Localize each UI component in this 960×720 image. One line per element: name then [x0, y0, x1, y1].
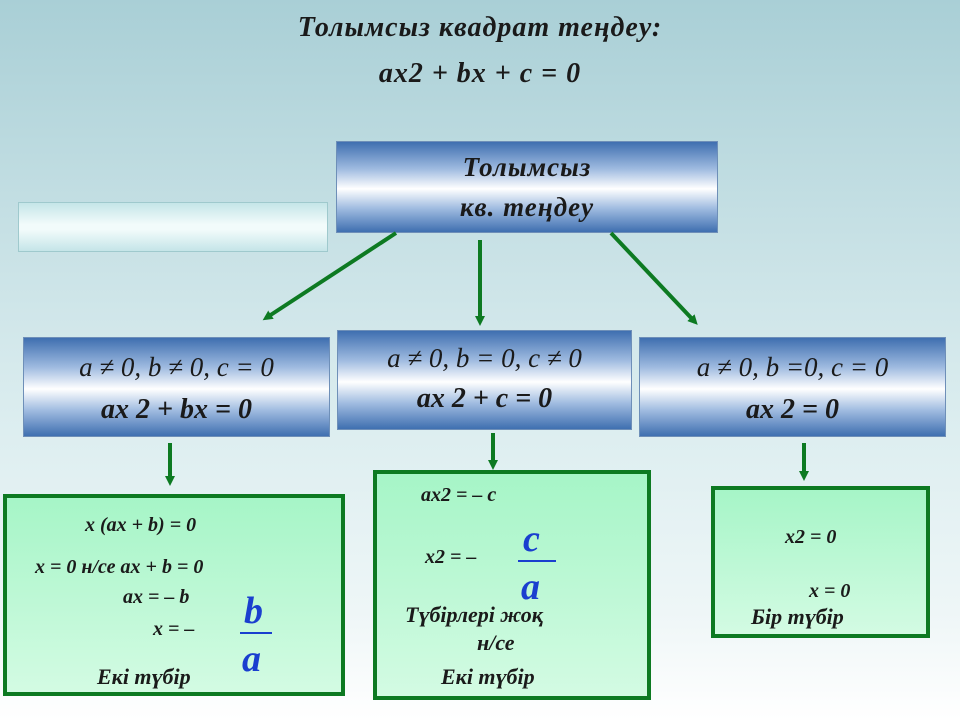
solution-box-2: ax2 = – c x2 = – c a Түбірлері жоқ н/се …	[373, 470, 651, 700]
sol1-step2: x = 0 н/се ax + b = 0	[35, 556, 204, 578]
case1-equation: ax 2 + bx = 0	[101, 394, 252, 425]
case1-condition: a ≠ 0, b ≠ 0, c = 0	[79, 352, 274, 382]
arrow-root-to-case1	[262, 231, 398, 321]
solution-box-1: x (ax + b) = 0 x = 0 н/се ax + b = 0 ax …	[3, 494, 345, 696]
general-equation: ax2 + bx + c = 0	[378, 58, 582, 89]
solution-box-3: x2 = 0 x = 0 Бір түбір	[711, 486, 930, 638]
case3-equation: ax 2 = 0	[746, 394, 839, 425]
sol1-fraction-bar	[240, 632, 272, 634]
decorative-strip	[18, 202, 328, 252]
case-node-3: a ≠ 0, b =0, c = 0 ax 2 = 0	[639, 337, 946, 437]
sol1-fraction-numerator: b	[244, 590, 263, 632]
sol2-step2: x2 = –	[425, 546, 477, 568]
arrow-root-to-case3	[609, 231, 698, 325]
case3-condition: a ≠ 0, b =0, c = 0	[696, 352, 889, 382]
sol1-step1: x (ax + b) = 0	[85, 514, 197, 536]
sol2-result-line2: н/се	[477, 630, 515, 655]
sol1-result: Екі түбір	[97, 664, 191, 689]
sol3-step2: x = 0	[809, 580, 851, 602]
case2-equation: ax 2 + c = 0	[416, 383, 553, 414]
sol3-step1: x2 = 0	[785, 526, 837, 548]
sol2-fraction-bar	[518, 560, 556, 562]
case-node-2: a ≠ 0, b = 0, c ≠ 0 ax 2 + c = 0	[337, 330, 632, 430]
sol1-fraction-denominator: a	[242, 638, 261, 680]
sol2-fraction-denominator: a	[521, 566, 540, 608]
sol2-fraction-numerator: c	[523, 518, 540, 560]
sol1-step4: x = –	[153, 618, 195, 640]
root-label-line1: Толымсыз	[462, 152, 592, 182]
sol2-result-line3: Екі түбір	[441, 664, 535, 689]
case-node-1: a ≠ 0, b ≠ 0, c = 0 ax 2 + bx = 0	[23, 337, 330, 437]
sol3-result: Бір түбір	[751, 604, 844, 629]
case2-condition: a ≠ 0, b = 0, c ≠ 0	[387, 343, 582, 373]
sol2-result-line1: Түбірлері жоқ	[405, 602, 543, 627]
sol1-step3: ax = – b	[123, 586, 190, 608]
sol2-step1: ax2 = – c	[421, 484, 497, 506]
diagram-title: Толымсыз квадрат теңдеу:	[297, 12, 663, 43]
root-label-line2: кв. теңдеу	[459, 192, 595, 222]
root-node: Толымсыз кв. теңдеу	[336, 141, 718, 233]
